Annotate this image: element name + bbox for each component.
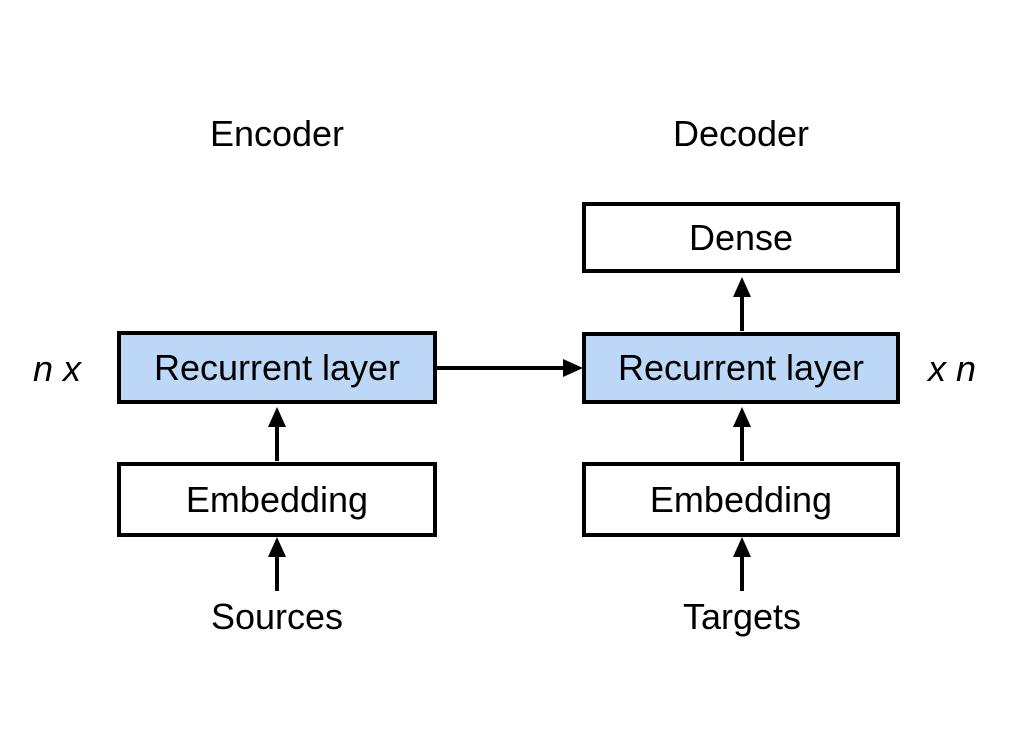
arrow-decoder-embedding-to-recurrent xyxy=(733,407,751,461)
decoder-embedding-label: Embedding xyxy=(649,478,833,520)
decoder-input-label: Targets xyxy=(682,596,802,637)
encoder-input-label: Sources xyxy=(210,596,344,637)
decoder-dense-label: Dense xyxy=(688,216,794,258)
encoder-embedding-label: Embedding xyxy=(185,478,369,520)
decoder-recurrent-layer-box: Recurrent layer xyxy=(582,332,900,404)
decoder-title: Decoder xyxy=(672,113,810,154)
encoder-recurrent-layer-label: Recurrent layer xyxy=(153,346,401,388)
encoder-title: Encoder xyxy=(209,113,345,154)
decoder-dense-box: Dense xyxy=(582,202,900,273)
arrow-encoder-embedding-to-recurrent xyxy=(268,407,286,461)
arrow-decoder-recurrent-to-dense xyxy=(733,277,751,331)
arrow-targets-to-decoder-embedding xyxy=(733,537,751,591)
decoder-recurrent-layer-label: Recurrent layer xyxy=(617,347,865,388)
arrow-sources-to-encoder-embedding xyxy=(268,537,286,591)
arrow-encoder-to-decoder xyxy=(437,359,583,377)
encoder-recurrent-layer-box: Recurrent layer xyxy=(117,331,437,404)
encoder-repeat-label: n x xyxy=(33,348,82,389)
encoder-embedding-box: Embedding xyxy=(117,462,437,537)
decoder-repeat-label: x n xyxy=(928,348,977,389)
decoder-embedding-box: Embedding xyxy=(582,462,900,537)
